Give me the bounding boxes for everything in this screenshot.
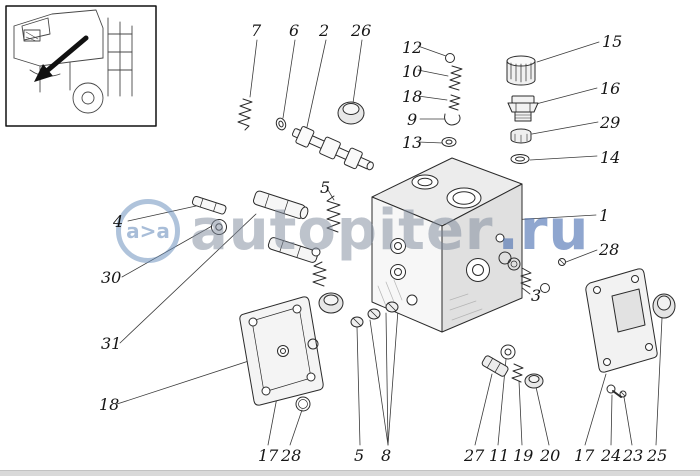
callout-5: 5 (320, 178, 331, 197)
valve-body-part-1 (371, 157, 523, 333)
plug-screws-parts-5-8 (350, 301, 399, 328)
clip-part-9 (444, 113, 461, 126)
spring-part-7 (237, 98, 253, 131)
callout-10: 10 (402, 62, 423, 81)
bolt-part-24 (606, 384, 622, 398)
ball-part-12 (445, 53, 455, 63)
callout-2: 2 (319, 21, 330, 40)
ball-small (311, 247, 321, 257)
spool-lower (267, 237, 319, 263)
callout-11: 11 (489, 446, 510, 465)
spool-part-4 (191, 195, 227, 215)
cap-part-20 (524, 373, 544, 389)
screw-part-28-right (558, 258, 566, 266)
callout-6: 6 (289, 21, 300, 40)
spring-part-10 (448, 65, 463, 91)
washer-right (540, 283, 550, 293)
callout-23: 23 (623, 446, 644, 465)
callout-15: 15 (602, 32, 623, 51)
callout-24: 24 (601, 446, 622, 465)
callout-18: 18 (99, 395, 120, 414)
plug-part-25 (652, 293, 676, 319)
cap-part-26 (337, 101, 365, 125)
spring-part-3 (520, 267, 532, 288)
spring-part-18-top (448, 94, 461, 111)
washer-part-6 (275, 117, 287, 131)
callout-16: 16 (600, 79, 621, 98)
fitting-part-16 (507, 95, 539, 122)
cover-plate-part-17-left (239, 296, 324, 406)
valve-part-27 (481, 355, 509, 377)
oring-part-28-bottom (295, 396, 311, 412)
callout-5: 5 (354, 446, 365, 465)
nut-part-29 (510, 128, 532, 144)
spool-part-31 (253, 190, 309, 220)
callout-30: 30 (101, 268, 122, 287)
callout-25: 25 (647, 446, 668, 465)
seat-part-13 (441, 137, 457, 147)
cover-plate-part-17-right (585, 268, 658, 373)
callout-31: 31 (101, 334, 122, 353)
callout-18: 18 (402, 87, 423, 106)
location-inset (5, 5, 157, 127)
callout-26: 26 (351, 21, 372, 40)
callout-8: 8 (381, 446, 392, 465)
boss-round (318, 292, 344, 314)
cap-part-15 (506, 55, 536, 86)
spool-part-2 (291, 126, 374, 171)
oring-part-18-left (307, 338, 319, 350)
callout-19: 19 (513, 446, 534, 465)
callout-4: 4 (113, 212, 124, 231)
callout-7: 7 (251, 21, 262, 40)
screw-part-23 (619, 390, 627, 398)
callout-28: 28 (599, 240, 620, 259)
fitting-part-11 (500, 344, 516, 360)
callout-28: 28 (281, 446, 302, 465)
callout-13: 13 (402, 133, 423, 152)
oring-set-right (498, 251, 521, 271)
callout-9: 9 (407, 110, 418, 129)
spring-part-19 (511, 363, 524, 383)
pointer-arrow (34, 35, 89, 82)
spring-lower (312, 261, 327, 287)
plug-part-30 (211, 219, 227, 235)
callout-1: 1 (599, 206, 610, 225)
callout-12: 12 (402, 38, 423, 57)
callout-3: 3 (531, 286, 542, 305)
image-bottom-edge (0, 470, 700, 476)
washer-part-14 (510, 154, 530, 164)
spring-part-5 (326, 195, 341, 233)
callout-14: 14 (600, 148, 621, 167)
callout-17: 17 (258, 446, 279, 465)
callout-17: 17 (574, 446, 595, 465)
callout-27: 27 (464, 446, 485, 465)
callout-20: 20 (540, 446, 561, 465)
callout-29: 29 (600, 113, 621, 132)
